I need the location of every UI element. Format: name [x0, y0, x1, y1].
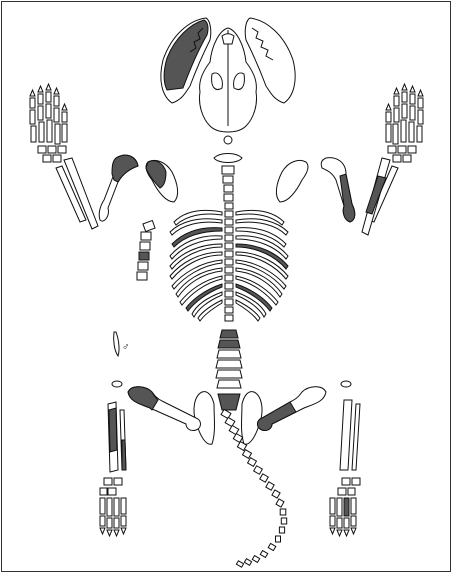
sternebrae	[137, 221, 155, 280]
caudal-vertebra	[281, 518, 286, 524]
caudal-vertebra	[244, 559, 251, 566]
right-tibia	[340, 400, 352, 470]
sex-symbol-label: ♂	[122, 342, 130, 353]
atlas	[214, 154, 242, 163]
right-femur-preserved	[258, 402, 297, 431]
occipital-condyle	[224, 136, 232, 144]
caudal-vertebra	[276, 536, 281, 542]
caudal-vertebra	[260, 551, 267, 558]
caudal-vertebra	[272, 490, 280, 498]
left-fibula-preserved	[122, 440, 126, 470]
right-scapula	[276, 160, 308, 202]
right-forelimb	[276, 84, 423, 235]
thoracic-vertebrae	[225, 211, 233, 321]
sacrum	[218, 394, 240, 410]
caudal-vertebra	[268, 543, 276, 550]
baculum	[114, 332, 119, 356]
lumbar-vertebrae	[216, 330, 242, 388]
caudal-vertebra	[280, 509, 286, 515]
right-hindlimb	[258, 381, 361, 536]
caudal-vertebra	[276, 499, 284, 507]
left-humerus-preserved	[112, 155, 138, 182]
caudal-vertebra	[254, 466, 263, 474]
left-forelimb	[30, 84, 178, 229]
caudal-vertebra	[221, 409, 231, 418]
caudal-vertebra	[236, 561, 243, 567]
left-ribs	[170, 210, 222, 321]
right-ilium	[242, 392, 263, 445]
caudal-vertebra	[225, 417, 235, 426]
caudal-vertebra	[279, 527, 284, 533]
caudal-vertebra	[229, 426, 239, 435]
skull	[161, 18, 295, 144]
left-tibia-preserved	[109, 408, 117, 452]
caudal-vertebra	[266, 482, 274, 490]
left-patella	[112, 381, 122, 387]
right-pes	[330, 478, 360, 536]
left-pes	[100, 478, 126, 536]
caudal-vertebra	[233, 434, 242, 443]
caudal-vertebra	[252, 556, 259, 563]
right-patella	[341, 381, 351, 387]
left-hindlimb	[100, 381, 201, 536]
caudal-vertebra	[248, 458, 257, 467]
left-femur-preserved	[128, 387, 158, 410]
nasal-notch	[222, 34, 234, 44]
right-manus	[386, 84, 423, 162]
caudal-vertebra	[260, 474, 269, 482]
cervical-region	[214, 154, 242, 210]
left-manus	[30, 84, 67, 162]
right-fibula	[352, 404, 360, 470]
right-ribs	[236, 210, 288, 321]
